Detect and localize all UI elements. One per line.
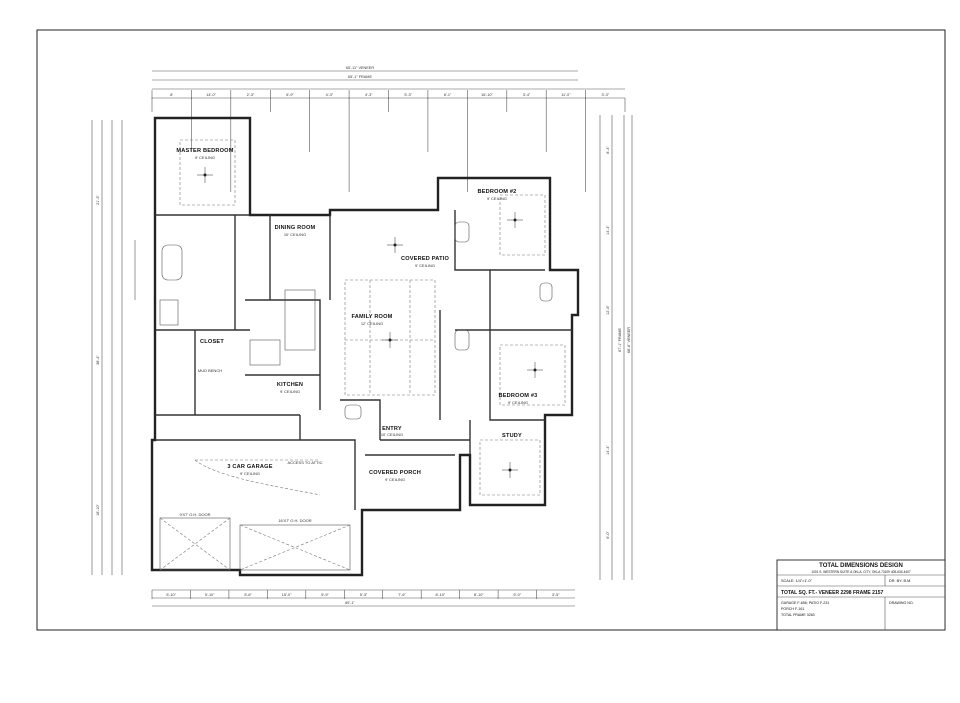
note-porch: 9' CEILING bbox=[385, 477, 405, 482]
fan-bedroom-3 bbox=[527, 362, 543, 378]
note-garage: 9' CEILING bbox=[240, 471, 260, 476]
title-total-frame: TOTAL FRAME 3263 bbox=[781, 613, 815, 617]
overhead-door-1-label: 9'X7' O.H. DOOR bbox=[179, 512, 210, 517]
bottom-dimension-lines: 5'-10" 5'-10" 5'-6" 15'-0" 5'-9" 5'-3" 7'-6" 8'… bbox=[151, 589, 575, 607]
dim-top-seg-1: 14'-0" bbox=[206, 93, 216, 97]
label-garage: 3 CAR GARAGE bbox=[227, 464, 272, 470]
right-dimension-lines: 8'-4" 14'-4" 12'-6" 14'-4" 6'-0" 67'-1" … bbox=[599, 115, 633, 580]
label-kitchen: KITCHEN bbox=[277, 382, 303, 388]
garage-doors: 9'X7' O.H. DOOR 16'X7' O.H. DOOR bbox=[159, 512, 351, 571]
extension-lines bbox=[151, 98, 626, 192]
dim-right-4: 14'-4" bbox=[606, 445, 610, 455]
dim-left-2: 38'-4" bbox=[96, 355, 100, 365]
dim-top-seg-3: 6'-9" bbox=[286, 93, 294, 97]
title-scale: SCALE: 1/4"=1'-0" bbox=[781, 579, 813, 583]
dim-bottom-seg-7: 8'-10" bbox=[436, 593, 446, 597]
note-patio: 9' CEILING bbox=[415, 263, 435, 268]
dim-right-frame: 67'-1" FRAME bbox=[618, 328, 622, 352]
dim-top-seg-6: 5'-3" bbox=[404, 93, 412, 97]
note-master: 9' CEILING bbox=[195, 155, 215, 160]
dim-bottom-seg-3: 15'-0" bbox=[282, 593, 292, 597]
dim-bottom-seg-6: 7'-6" bbox=[398, 593, 406, 597]
title-drawn-by: DR. BY: B.M. bbox=[889, 579, 911, 583]
title-drawing-no: DRAWING NO. bbox=[889, 601, 914, 605]
note-dining: 10' CEILING bbox=[284, 232, 306, 237]
note-attic: ACCESS TO ATTIC bbox=[287, 460, 322, 465]
dim-top-seg-5: 4'-3" bbox=[365, 93, 373, 97]
note-kitchen: 9' CEILING bbox=[280, 389, 300, 394]
note-family: 12' CEILING bbox=[361, 321, 383, 326]
room-labels: MASTER BEDROOM 9' CEILING DINING ROOM 10… bbox=[176, 148, 537, 482]
note-entry: 10' CEILING bbox=[381, 432, 403, 437]
title-company: TOTAL DIMENSIONS DESIGN bbox=[819, 563, 903, 569]
fan-master bbox=[197, 167, 213, 183]
title-porch: PORCH F-161 bbox=[781, 607, 804, 611]
top-dimension-lines: 65'-11" VENEER 65'-1" FRAME 8' 14'-0" 2'-3… bbox=[151, 66, 625, 99]
label-closet: CLOSET bbox=[200, 339, 224, 345]
dim-top-seg-8: 16'-10" bbox=[481, 93, 493, 97]
label-study: STUDY bbox=[502, 433, 522, 439]
fan-patio bbox=[387, 237, 403, 253]
dim-top-seg-10: 11'-0" bbox=[561, 93, 571, 97]
label-covered-porch: COVERED PORCH bbox=[369, 470, 421, 476]
dim-top-seg-0: 8' bbox=[170, 93, 173, 97]
dim-right-5: 6'-0" bbox=[606, 531, 610, 539]
dim-top-seg-4: 4'-3" bbox=[326, 93, 334, 97]
overhead-door-2-label: 16'X7' O.H. DOOR bbox=[278, 518, 311, 523]
left-dimension-lines: 21'-3" 38'-4" 18'-10" bbox=[91, 120, 136, 575]
dim-bottom-seg-9: 5'-0" bbox=[514, 593, 522, 597]
ceiling-fans bbox=[197, 167, 543, 478]
dim-right-3: 12'-6" bbox=[606, 305, 610, 315]
dim-top-seg-2: 2'-3" bbox=[247, 93, 255, 97]
label-dining-room: DINING ROOM bbox=[275, 225, 316, 231]
label-covered-patio: COVERED PATIO bbox=[401, 256, 450, 262]
exterior-walls bbox=[150, 116, 580, 577]
dim-left-1: 21'-3" bbox=[96, 195, 100, 205]
dim-bottom-seg-0: 5'-10" bbox=[166, 593, 176, 597]
note-bedroom-2: 9' CEILING bbox=[487, 196, 507, 201]
dim-bottom-seg-4: 5'-9" bbox=[321, 593, 329, 597]
title-total-sqft: TOTAL SQ. FT.- VENEER 2298 FRAME 2157 bbox=[781, 590, 883, 596]
fixtures bbox=[159, 221, 553, 420]
dim-top-veneer: 65'-11" VENEER bbox=[346, 66, 374, 70]
title-block: TOTAL DIMENSIONS DESIGN 1001 S. WESTERN … bbox=[776, 559, 946, 631]
fan-bedroom-2 bbox=[507, 212, 523, 228]
interior-walls bbox=[155, 210, 572, 510]
label-bedroom-3: BEDROOM #3 bbox=[499, 393, 538, 399]
fan-study bbox=[502, 462, 518, 478]
dim-bottom-seg-5: 5'-3" bbox=[360, 593, 368, 597]
dim-top-seg-9: 3'-4" bbox=[523, 93, 531, 97]
dim-left-3: 18'-10" bbox=[96, 503, 100, 515]
dim-bottom-seg-2: 5'-6" bbox=[244, 593, 252, 597]
title-garage-patio: GARAGE F-656; PATIO F-231 bbox=[781, 601, 829, 605]
dim-bottom-seg-10: 3'-5" bbox=[552, 593, 560, 597]
dim-top-seg-11: 3'-3" bbox=[602, 93, 610, 97]
dim-right-2: 14'-4" bbox=[606, 225, 610, 235]
label-family-room: FAMILY ROOM bbox=[351, 314, 392, 320]
label-bedroom-2: BEDROOM #2 bbox=[478, 189, 517, 195]
fan-family bbox=[382, 332, 398, 348]
dim-bottom-seg-1: 5'-10" bbox=[205, 593, 215, 597]
dim-right-veneer: 68'-6" VENEER bbox=[627, 327, 631, 354]
dim-top-frame: 65'-1" FRAME bbox=[348, 75, 372, 79]
ceiling-lines bbox=[179, 139, 566, 496]
dim-right-1: 8'-4" bbox=[606, 146, 610, 154]
dim-top-seg-7: 6'-1" bbox=[444, 93, 452, 97]
label-master-bedroom: MASTER BEDROOM bbox=[176, 148, 233, 154]
dim-bottom-seg-8: 8'-10" bbox=[474, 593, 484, 597]
title-address: 1001 S. WESTERN SUITE A OKLA. CITY, OKLA… bbox=[811, 570, 911, 574]
label-entry: ENTRY bbox=[382, 426, 402, 432]
note-mud-bench: MUD BENCH bbox=[198, 368, 222, 373]
dim-bottom-overall: 65'-1" bbox=[345, 601, 355, 605]
note-bedroom-3: 9' CEILING bbox=[508, 400, 528, 405]
sheet-border bbox=[36, 29, 946, 631]
